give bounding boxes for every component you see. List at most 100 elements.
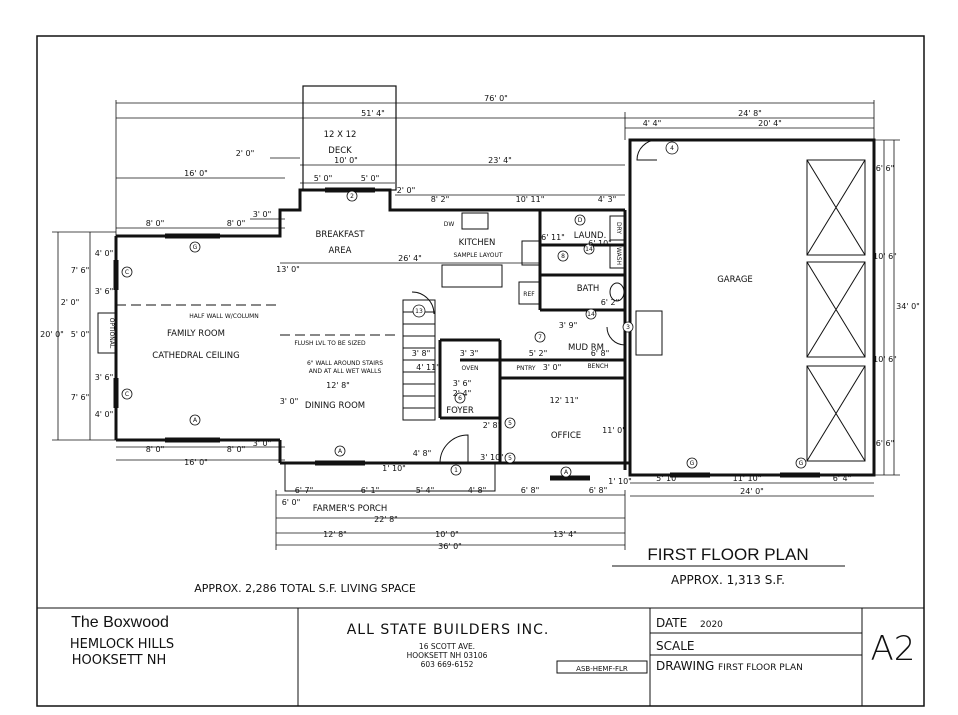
company-name: ALL STATE BUILDERS INC. bbox=[347, 622, 550, 638]
tag-14a: 14 bbox=[585, 246, 593, 253]
company-address-1: 16 SCOTT AVE. bbox=[419, 642, 475, 651]
dim-11-0: 11' 0" bbox=[602, 426, 626, 435]
deck-label: DECK bbox=[328, 146, 352, 156]
tag-13: 13 bbox=[415, 308, 423, 315]
file-code: ASB-HEMF-FLR bbox=[576, 665, 628, 673]
dim-24-8: 24' 8" bbox=[738, 109, 762, 118]
kitchen-sink bbox=[461, 212, 489, 230]
front-door-swing bbox=[439, 434, 469, 464]
dim-36-0: 36' 0" bbox=[438, 542, 462, 551]
dim-8-0-d: 8' 0" bbox=[227, 445, 246, 454]
dining-room-label: DINING ROOM bbox=[305, 401, 365, 411]
tag-G2: G bbox=[799, 460, 804, 467]
room-labels: 12 X 12 DECK BREAKFAST AREA KITCHEN SAMP… bbox=[108, 130, 753, 514]
dim-4-11: 4' 11" bbox=[416, 363, 440, 372]
dimension-labels: 76' 0" 51' 4" 24' 8" 4' 4" 20' 4" 2' 0" … bbox=[40, 94, 920, 551]
dim-3-8: 3' 8" bbox=[412, 349, 431, 358]
tag-labels: G A C C A 2 A G G 4 13 D 14 8 14 3 7 1 6… bbox=[125, 145, 804, 476]
wall-note-2: AND AT ALL WET WALLS bbox=[309, 368, 382, 375]
deck-size-label: 12 X 12 bbox=[324, 130, 357, 140]
tag-3: 3 bbox=[626, 324, 630, 331]
tag-C2: C bbox=[125, 391, 129, 398]
dim-51-4: 51' 4" bbox=[361, 109, 385, 118]
dim-6-0: 6' 0" bbox=[282, 498, 301, 507]
dim-8-0-c: 8' 0" bbox=[146, 445, 165, 454]
dim-2-4: 2' 4" bbox=[453, 389, 472, 398]
garage-steps bbox=[635, 310, 663, 356]
oven-label: OVEN bbox=[461, 365, 478, 372]
dim-10-0-a: 10' 0" bbox=[334, 156, 358, 165]
dim-22-8: 22' 8" bbox=[374, 515, 398, 524]
breakfast-label-2: AREA bbox=[329, 246, 352, 256]
dim-6-8-c: 6' 8" bbox=[589, 486, 608, 495]
tag-circles bbox=[121, 141, 807, 478]
dim-10-6-a: 10' 6" bbox=[873, 252, 897, 261]
washer-label: WASH bbox=[615, 247, 622, 265]
dim-12-11: 12' 11" bbox=[550, 396, 579, 405]
mud-room-label: MUD RM bbox=[568, 343, 604, 353]
dim-5-4: 5' 4" bbox=[416, 486, 435, 495]
dim-3-6-b: 3' 6" bbox=[95, 373, 114, 382]
dim-23-4: 23' 4" bbox=[488, 156, 512, 165]
kitchen-island bbox=[441, 264, 503, 288]
tag-5a: 5 bbox=[508, 420, 512, 427]
dim-6-7: 6' 7" bbox=[295, 486, 314, 495]
dryer bbox=[609, 215, 625, 241]
dim-3-6: 3' 6" bbox=[453, 379, 472, 388]
refrigerator bbox=[518, 281, 540, 305]
dim-4-8-b: 4' 8" bbox=[468, 486, 487, 495]
dryer-label: DRY bbox=[615, 222, 622, 234]
plan-name: The Boxwood bbox=[71, 614, 169, 631]
dim-6-8: 6' 8" bbox=[521, 486, 540, 495]
dim-20-4: 20' 4" bbox=[758, 119, 782, 128]
dim-4-8: 4' 8" bbox=[413, 449, 432, 458]
date-value: 2020 bbox=[700, 620, 723, 630]
dim-8-2: 8' 2" bbox=[431, 195, 450, 204]
dim-2-8: 2' 8" bbox=[483, 421, 502, 430]
garage-side-door bbox=[636, 139, 658, 161]
sheet-border bbox=[36, 35, 925, 707]
dimension-lines bbox=[52, 100, 900, 550]
dim-11-10: 11' 10" bbox=[733, 474, 762, 483]
kitchen-label: KITCHEN bbox=[459, 238, 496, 248]
dim-16-0-a: 16' 0" bbox=[184, 169, 208, 178]
dim-5-0-c: 5' 0" bbox=[71, 330, 90, 339]
dim-5-0-b: 5' 0" bbox=[361, 174, 380, 183]
dim-6-8-b: 6' 8" bbox=[591, 349, 610, 358]
dim-16-0-b: 16' 0" bbox=[184, 458, 208, 467]
dim-12-8-b: 12' 8" bbox=[323, 530, 347, 539]
annotations: HALF WALL W/COLUMN FLUSH LVL TO BE SIZED… bbox=[189, 313, 383, 375]
tag-G1: G bbox=[690, 460, 695, 467]
kitchen-note: SAMPLE LAYOUT bbox=[453, 252, 502, 259]
dim-6-6-b: 6' 6" bbox=[876, 439, 895, 448]
dim-4-0-a: 4' 0" bbox=[95, 249, 114, 258]
tag-A2: A bbox=[338, 448, 343, 455]
dim-8-0-b: 8' 0" bbox=[227, 219, 246, 228]
dim-20-0: 20' 0" bbox=[40, 330, 64, 339]
tag-1: 1 bbox=[454, 467, 458, 474]
dim-1-10-a: 1' 10" bbox=[382, 464, 406, 473]
dim-2-0-a: 2' 0" bbox=[236, 149, 255, 158]
tag-4: 4 bbox=[670, 145, 674, 152]
optional-fireplace-label: OPTIONAL bbox=[108, 318, 115, 349]
dim-6-10: 6' 10" bbox=[588, 239, 612, 248]
toilet bbox=[609, 282, 625, 302]
dim-13-0: 13' 0" bbox=[276, 265, 300, 274]
dim-6-4: 6' 4" bbox=[833, 474, 852, 483]
location-line-2: HOOKSETT NH bbox=[72, 653, 167, 668]
dim-3-0-d: 3' 0" bbox=[253, 439, 272, 448]
porch-label: FARMER'S PORCH bbox=[313, 504, 388, 514]
garage-entry-door bbox=[606, 326, 626, 346]
porch-outline bbox=[284, 462, 496, 492]
laundry-label: LAUND. bbox=[574, 231, 607, 241]
tag-F: G bbox=[193, 244, 198, 251]
dim-5-0-a: 5' 0" bbox=[314, 174, 333, 183]
wall-note-1: 6" WALL AROUND STAIRS bbox=[307, 360, 383, 367]
total-area: APPROX. 2,286 TOTAL S.F. LIVING SPACE bbox=[194, 582, 416, 595]
breakfast-label-1: BREAKFAST bbox=[315, 230, 365, 240]
tag-D: D bbox=[578, 217, 583, 224]
dim-6-6-a: 6' 6" bbox=[876, 164, 895, 173]
dim-3-3: 3' 3" bbox=[460, 349, 479, 358]
dim-2-0-b: 2' 0" bbox=[397, 186, 416, 195]
